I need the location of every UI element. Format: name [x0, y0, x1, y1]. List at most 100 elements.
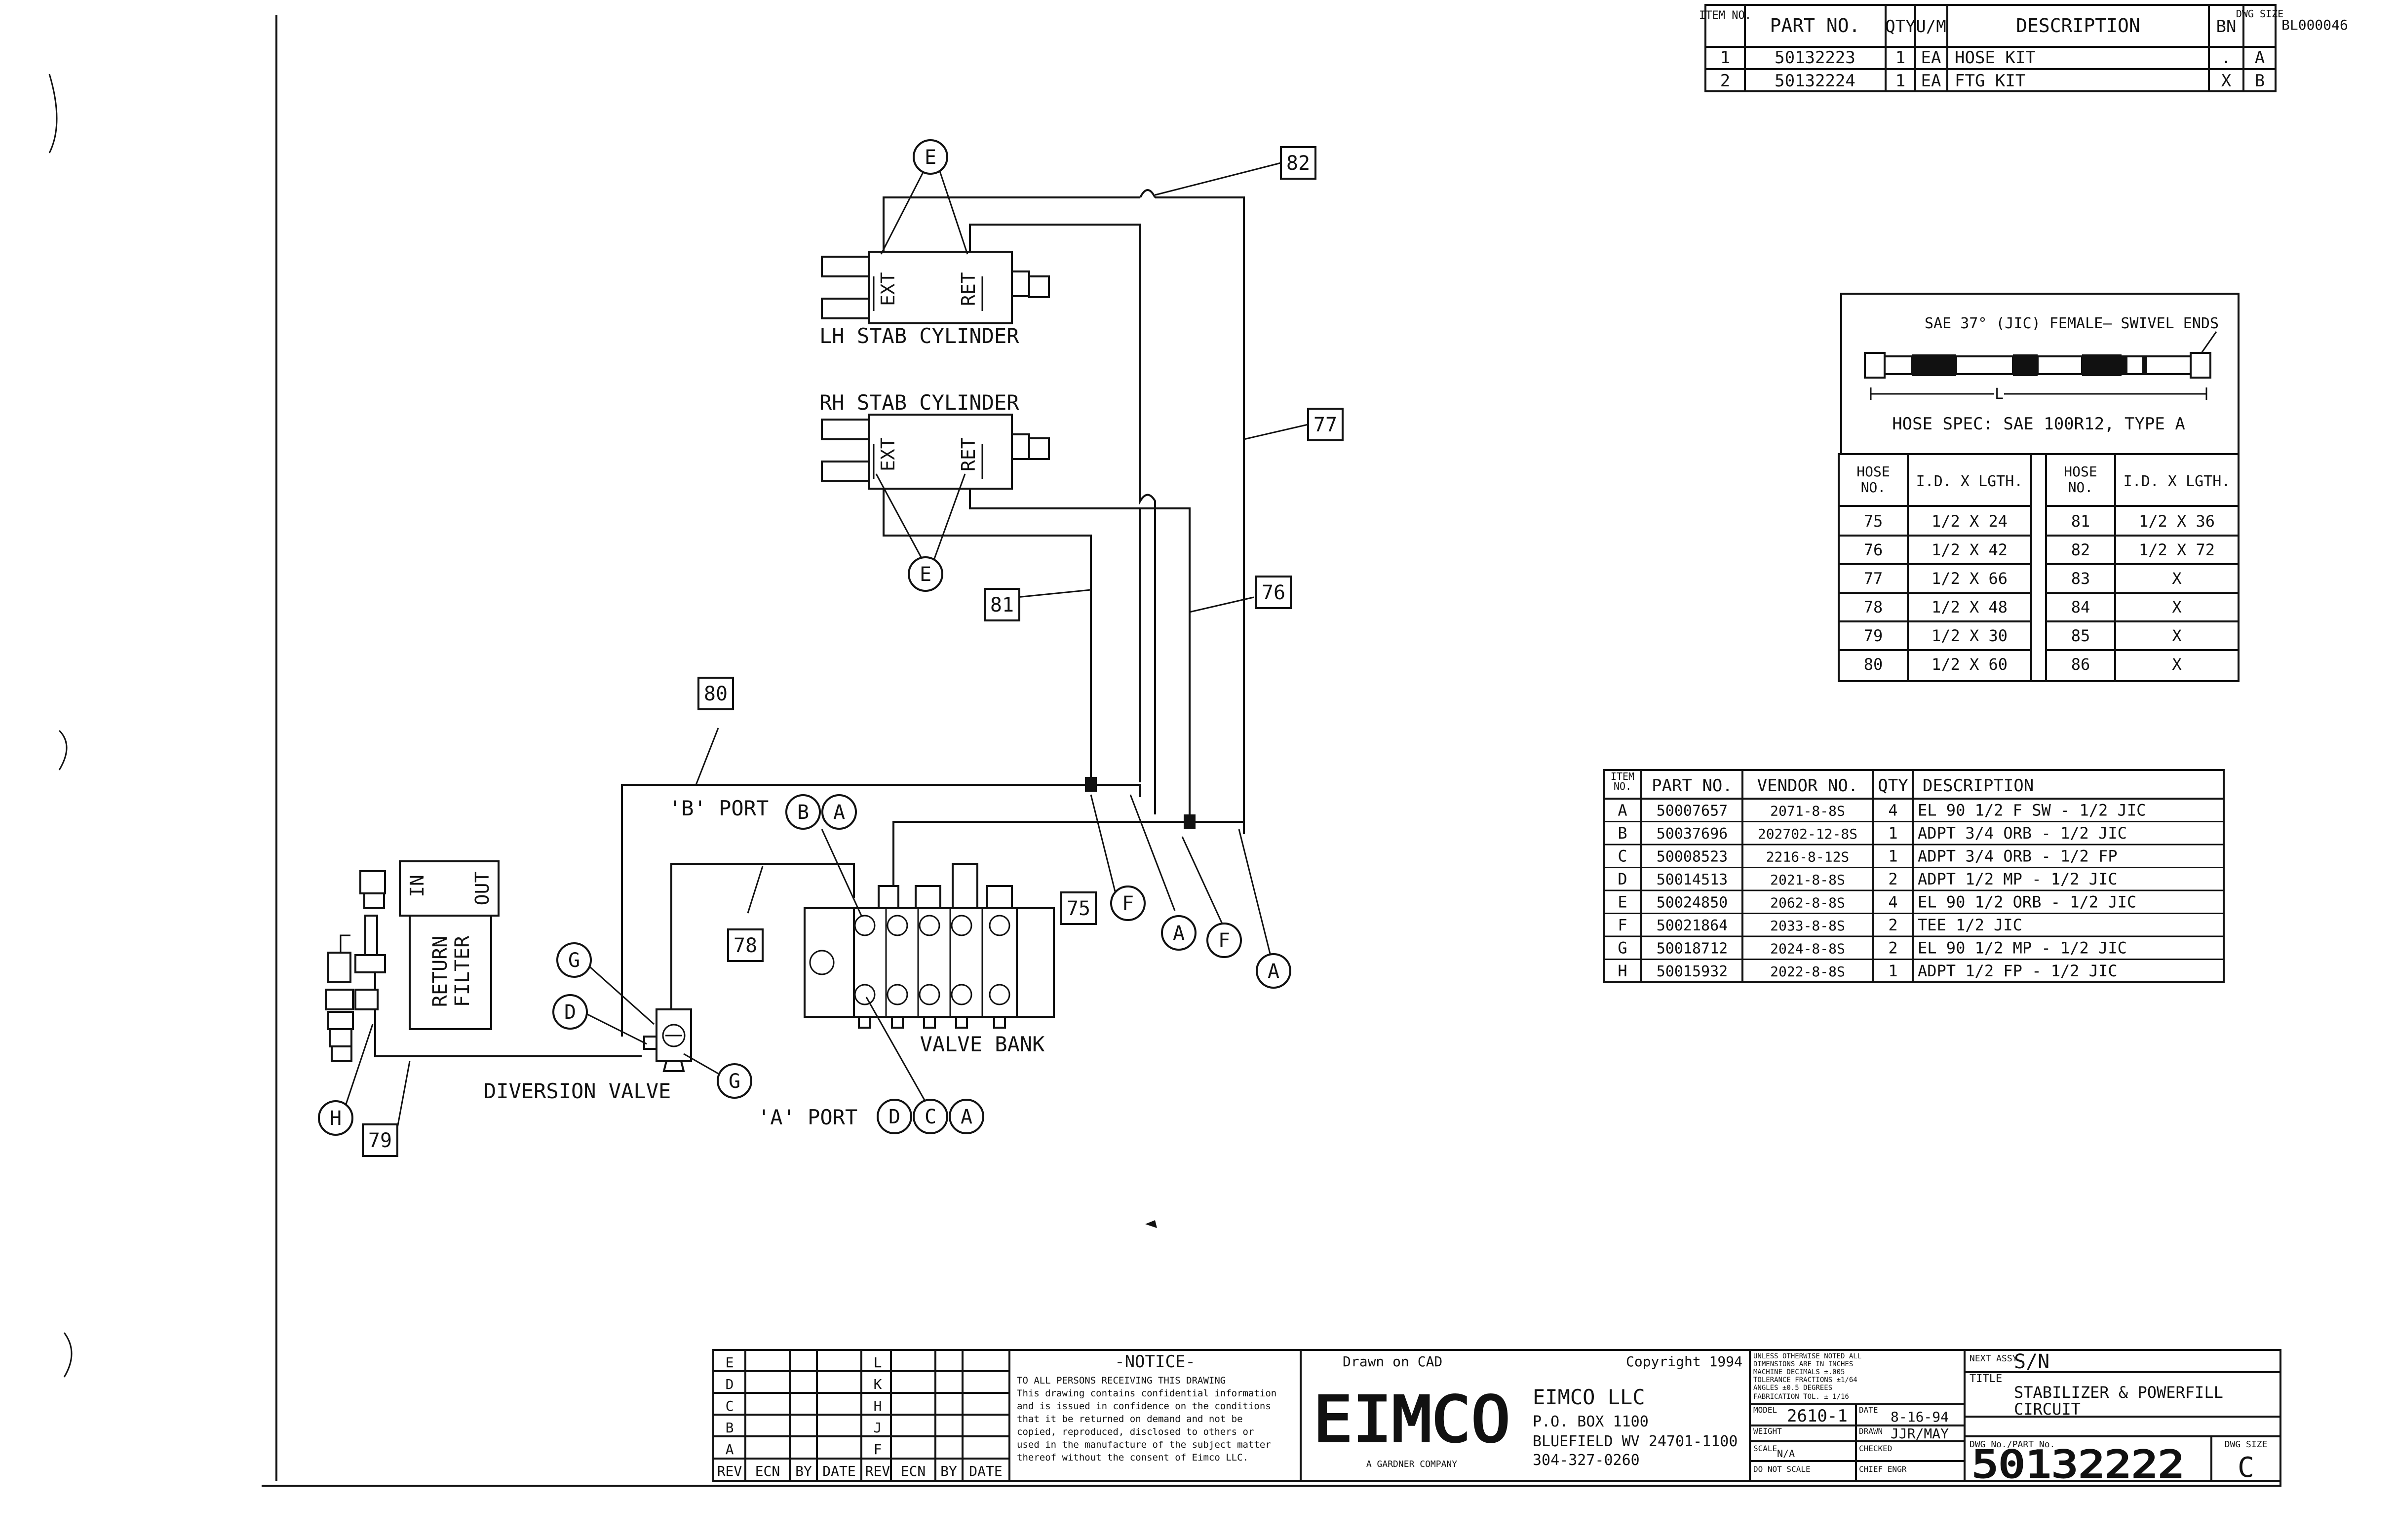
fitting-cell: 50037696 — [1657, 825, 1728, 843]
fitting-cell: 2216-8-12S — [1766, 849, 1850, 865]
hose-cell: 1/2 X 66 — [1931, 569, 2008, 588]
fitting-cell: G — [1618, 939, 1627, 958]
item-table-header: ITEM NO. — [1699, 9, 1751, 22]
rev-letter: J — [874, 1420, 882, 1436]
dwg-size-value: C — [2238, 1452, 2254, 1484]
item-cell: EA — [1921, 48, 1941, 68]
callout-circle — [1256, 953, 1291, 989]
tolerance-note: FABRICATION TOL. ± 1/16 — [1753, 1393, 1849, 1401]
diversion-valve — [643, 1008, 692, 1072]
rev-letter: F — [874, 1441, 882, 1458]
rh-ret-label: RET — [958, 437, 979, 471]
fitting-cell: 1 — [1888, 962, 1897, 980]
hose-tag-box — [1255, 576, 1292, 609]
hose-tag-78: 78 — [734, 934, 757, 957]
hose-line-77 — [969, 224, 1156, 814]
rev-letter: C — [726, 1398, 734, 1414]
hose-header-id: I.D. X LGTH. — [1916, 473, 2023, 490]
rev-letter: L — [874, 1354, 882, 1371]
hose-cell: 1/2 X 30 — [1931, 626, 2008, 645]
fitting-callout-a: A — [961, 1106, 972, 1128]
company-address: BLUEFIELD WV 24701-1100 — [1533, 1433, 1738, 1450]
callout-circle — [1206, 923, 1242, 958]
item-cell: 50132223 — [1775, 48, 1855, 68]
fitting-cell: 50018712 — [1657, 940, 1728, 958]
hose-line-81 — [883, 489, 1092, 785]
hose-tag-76: 76 — [1262, 581, 1285, 604]
hose-tag-box — [727, 928, 764, 962]
fitting-cell: A — [1618, 801, 1627, 820]
valve-bank — [804, 863, 1055, 1029]
title-block: E D C B A L K H J F REV ECN BY DATE REV … — [712, 1349, 2281, 1487]
rev-header: ECN — [755, 1463, 780, 1479]
a-port-label: 'A' PORT — [758, 1105, 857, 1129]
fitting-header: VENDOR NO. — [1757, 776, 1858, 796]
weight-label: WEIGHT — [1753, 1426, 1782, 1436]
notice-line: and is issued in confidence on the condi… — [1017, 1401, 1271, 1412]
fitting-cell: 50024850 — [1657, 894, 1728, 912]
item-cell: A — [2255, 48, 2265, 68]
callout-circle — [785, 794, 821, 830]
drawn-on-cad: Drawn on CAD — [1343, 1353, 1442, 1370]
callout-circle — [556, 942, 592, 978]
item-cell: 1 — [1895, 48, 1905, 68]
hose-cell: 86 — [2071, 655, 2090, 674]
fitting-cell: ADPT 1/2 MP - 1/2 JIC — [1918, 870, 2118, 888]
callout-circle — [913, 1099, 948, 1134]
hose-header-id: I.D. X LGTH. — [2124, 473, 2231, 490]
hose-tag-77: 77 — [1313, 414, 1337, 436]
hose-tag-box — [1307, 408, 1344, 441]
dwg-size-label: DWG SIZE — [2225, 1439, 2268, 1450]
filter-out-label: OUT — [471, 872, 493, 906]
hose-cell: 80 — [1864, 655, 1883, 674]
fitting-callout-a: A — [833, 801, 845, 824]
schematic: EXT RET LH STAB CYLINDER RH STAB CYLINDE… — [318, 139, 1344, 1157]
item-table-header: QTY — [1885, 17, 1915, 37]
hose-spec-panel: SAE 37° (JIC) FEMALE— SWIVEL ENDS L HOSE… — [1838, 293, 2240, 682]
drawn-label: DRAWN — [1859, 1426, 1883, 1436]
fitting-cell: 2071-8-8S — [1770, 803, 1845, 819]
hose-cell: 77 — [1864, 569, 1883, 588]
filter-label-line-1: RETURN — [429, 936, 452, 1007]
rev-header: DATE — [822, 1463, 855, 1479]
hose-cell: 1/2 X 72 — [2139, 540, 2215, 559]
notice-line: thereof without the consent of Eimco LLC… — [1017, 1452, 1248, 1463]
fitting-callout-g: G — [729, 1070, 740, 1093]
lh-cylinder-label: LH STAB CYLINDER — [819, 324, 1019, 348]
drawing-number: 50132222 — [1972, 1442, 2184, 1486]
fitting-cell: 50021864 — [1657, 917, 1728, 934]
callout-circle — [877, 1099, 912, 1134]
rh-cylinder-label: RH STAB CYLINDER — [819, 390, 1019, 415]
hose-tag-box — [1280, 146, 1316, 180]
hose-tag-79: 79 — [368, 1129, 392, 1152]
fitting-callout-f: F — [1122, 892, 1134, 915]
model-label: MODEL — [1753, 1405, 1777, 1415]
fitting-cell: EL 90 1/2 F SW - 1/2 JIC — [1918, 801, 2146, 820]
scale-label: SCALE — [1753, 1444, 1777, 1453]
hose-cell: 76 — [1864, 540, 1883, 559]
hose-cell: 84 — [2071, 598, 2090, 616]
rev-header: REV — [717, 1463, 742, 1479]
hose-cell: X — [2172, 626, 2181, 645]
company-phone: 304-327-0260 — [1533, 1452, 1640, 1469]
fitting-cell: 4 — [1888, 893, 1897, 912]
tolerance-note: MACHINE DECIMALS ±.005 — [1753, 1368, 1845, 1376]
callout-circle — [821, 794, 857, 830]
company-name: EIMCO LLC — [1533, 1385, 1645, 1409]
fitting-cell: H — [1618, 962, 1627, 980]
hose-illustration — [1864, 331, 2217, 400]
fitting-cell: 50014513 — [1657, 871, 1728, 888]
hose-line-79 — [374, 1004, 642, 1057]
item-table: ITEM NO. PART NO. QTY U/M DESCRIPTION BN… — [1699, 4, 2348, 92]
fitting-callout-e: E — [920, 563, 931, 586]
return-filter — [325, 860, 500, 1062]
drawing-title: CIRCUIT — [2014, 1400, 2081, 1419]
tee-fitting-f — [1184, 814, 1196, 829]
fitting-callout-g: G — [568, 949, 580, 972]
filter-in-label: IN — [406, 875, 428, 897]
item-cell: 2 — [1720, 71, 1730, 91]
